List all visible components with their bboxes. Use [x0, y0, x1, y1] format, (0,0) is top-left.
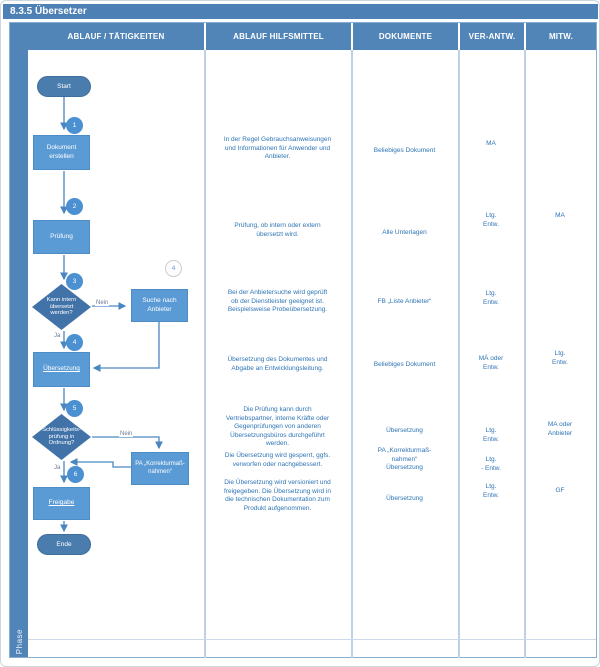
dokument-cell-1: Beliebiges Dokument [373, 147, 436, 154]
verantw-cell-7: Ltg. Entw. [483, 483, 499, 499]
end-node: Ende [37, 534, 91, 555]
verantw-cell-3: Ltg. Entw. [483, 290, 499, 306]
dokument-cell-6: PA „Korrekturmaß- nahmen“ Übersetzung [377, 447, 432, 472]
step-badge-5: 5 [66, 400, 83, 417]
mitw-cell-3: MA oder Anbieter [547, 421, 573, 437]
step-badge-4-outline: 4 [165, 260, 182, 277]
hilfsmittel-note-2: Prüfung, ob intern oder extern übersetzt… [234, 222, 321, 238]
column-header-ablauf-hilfsmittel: ABLAUF HILFSMITTEL [204, 23, 351, 50]
step-suche-nach-anbieter: Suche nach Anbieter [131, 289, 188, 322]
column-header-verantw: VER-ANTW. [458, 23, 524, 50]
verantw-cell-5: Ltg. Entw. [483, 427, 499, 443]
column-header-ablauf-taetigkeiten: ABLAUF / TÄTIGKEITEN [67, 32, 165, 41]
step-uebersetzung[interactable]: Übersetzung [33, 352, 90, 387]
mitw-cell-4: GF [555, 487, 565, 494]
phase-strip [10, 23, 28, 657]
branch-label-ja-2: Ja [53, 465, 62, 471]
step-badge-3: 3 [66, 273, 83, 290]
step-badge-2: 2 [66, 198, 83, 215]
phase-label: Phase [14, 629, 24, 655]
step-badge-6: 6 [67, 466, 84, 483]
column-header-dokumente: DOKUMENTE [351, 23, 458, 50]
hilfsmittel-note-4: Übersetzung des Dokumentes und Abgabe an… [227, 356, 328, 372]
step-pa-korrekturmassnahmen: PA „Korrekturmaß- nahmen“ [131, 452, 189, 485]
phase-lane: Phase [10, 628, 28, 656]
branch-label-nein-2: Nein [119, 431, 134, 437]
page-title: 8.3.5 Übersetzer [3, 4, 598, 19]
dokument-cell-7: Übersetzung [386, 495, 423, 502]
column-separator [351, 50, 353, 658]
verantw-cell-1: MA [486, 140, 496, 147]
hilfsmittel-note-5: Die Prüfung kann durch Vertriebspartner,… [225, 406, 330, 448]
column-header-row: ABLAUF / TÄTIGKEITEN ABLAUF HILFSMITTEL … [28, 23, 596, 50]
hilfsmittel-note-6: Die Übersetzung wird gesperrt, ggfs. ver… [224, 452, 331, 468]
branch-label-nein-1: Nein [95, 300, 110, 306]
step-badge-1: 1 [66, 117, 83, 134]
start-node: Start [37, 76, 91, 97]
process-table-border [9, 22, 597, 658]
step-badge-4: 4 [66, 334, 83, 351]
mitw-cell-2: Ltg. Entw. [552, 350, 568, 366]
hilfsmittel-note-3: Bei der Anbietersuche wird geprüft ob de… [227, 289, 328, 314]
dokument-cell-3: FB „Liste Anbieter“ [377, 298, 432, 305]
verantw-cell-6: Ltg. - Entw. [481, 456, 501, 472]
dokument-cell-2: Alle Unterlagen [382, 229, 427, 236]
hilfsmittel-note-7: Die Übersetzung wird versioniert und fre… [224, 479, 331, 512]
step-pruefung: Prüfung [33, 220, 90, 254]
dokument-cell-4: Beliebiges Dokument [373, 361, 436, 368]
column-separator [524, 50, 526, 658]
column-header-mitw: MITW. [524, 23, 596, 50]
mitw-cell-1: MA [555, 212, 565, 219]
hilfsmittel-note-1: In der Regel Gebrauchsanweisungen und In… [223, 136, 332, 161]
branch-label-ja-1: Ja [53, 333, 62, 339]
verantw-cell-4: MÄ oder Entw. [478, 355, 504, 371]
column-separator [458, 50, 460, 658]
step-freigabe[interactable]: Freigabe [33, 487, 90, 520]
dokument-cell-5: Übersetzung [386, 427, 423, 434]
bottom-row-divider [28, 639, 596, 640]
step-dokument-erstellen: Dokument erstellen [33, 135, 90, 170]
column-separator [204, 50, 206, 658]
verantw-cell-2: Ltg. Entw. [483, 212, 499, 228]
